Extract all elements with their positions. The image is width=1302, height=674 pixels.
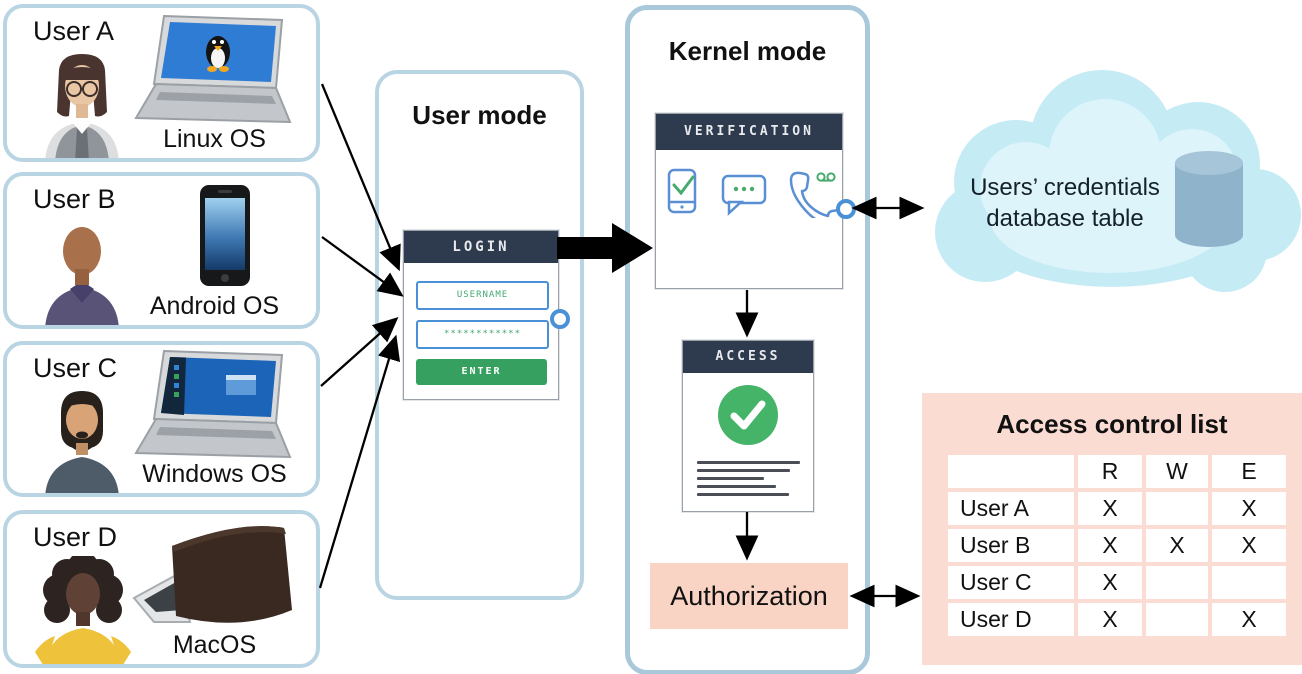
acl-cell	[1146, 603, 1208, 636]
acl-cell: X	[1078, 603, 1142, 636]
acl-header-w: W	[1146, 455, 1208, 488]
acl-table: R W E User A X X User B X X X User C X U…	[948, 455, 1286, 636]
user-a-avatar	[45, 54, 119, 158]
acl-cell	[1212, 566, 1286, 599]
sms-code-icon	[721, 174, 767, 216]
verification-header: VERIFICATION	[656, 114, 842, 150]
document-lines	[697, 461, 801, 501]
user-c-label: User C	[33, 353, 118, 383]
acl-cell: X	[1212, 492, 1286, 525]
acl-cell: X	[1146, 529, 1208, 562]
password-field: ************	[416, 320, 549, 349]
acl-header-r: R	[1078, 455, 1142, 488]
user-c-os-label: Windows OS	[142, 460, 287, 488]
device-check-icon	[667, 168, 697, 214]
acl-row-user: User B	[948, 529, 1074, 562]
user-b-card: User B Android OS	[3, 172, 320, 329]
acl-cell: X	[1212, 603, 1286, 636]
acl-cell	[1146, 566, 1208, 599]
linux-laptop-image	[134, 14, 292, 124]
user-d-card: User D MacOS	[3, 510, 320, 668]
check-circle-icon	[718, 385, 778, 445]
user-a-label: User A	[33, 16, 115, 46]
user-a-card: User A	[3, 4, 320, 162]
cloud-label: Users’ credentials database table	[955, 172, 1175, 234]
login-connector-dot	[550, 309, 570, 329]
user-b-label: User B	[33, 184, 116, 214]
acl-row-user: User D	[948, 603, 1074, 636]
verification-card: VERIFICATION	[655, 113, 843, 289]
authorization-box: Authorization	[650, 563, 848, 629]
windows-desktop-icon	[161, 357, 256, 415]
user-d-os-label: MacOS	[172, 631, 257, 659]
acl-panel: Access control list R W E User A X X Use…	[922, 393, 1302, 665]
acl-cell: X	[1212, 529, 1286, 562]
user-b-os-label: Android OS	[149, 292, 280, 320]
verification-icons	[656, 166, 842, 218]
user-d-label: User D	[33, 522, 118, 552]
acl-cell: X	[1078, 529, 1142, 562]
user-b-avatar	[45, 227, 119, 325]
enter-button: ENTER	[416, 359, 547, 385]
acl-row-user: User A	[948, 492, 1074, 525]
kernel-mode-title: Kernel mode	[668, 36, 827, 66]
tux-icon	[206, 36, 230, 72]
android-phone-image	[200, 185, 250, 286]
database-cylinder-icon	[1175, 151, 1243, 247]
user-c-avatar	[45, 391, 119, 493]
user-c-card: User C Windows OS	[3, 341, 320, 497]
acl-title: Access control list	[996, 409, 1228, 439]
acl-row-user: User C	[948, 566, 1074, 599]
mac-laptop-image	[132, 526, 292, 623]
username-field: USERNAME	[416, 281, 549, 310]
acl-header-blank	[948, 455, 1074, 488]
phone-voicemail-icon	[789, 171, 839, 218]
acl-cell: X	[1078, 492, 1142, 525]
access-header: ACCESS	[683, 341, 813, 373]
user-mode-title: User mode	[412, 100, 547, 130]
acl-cell	[1146, 492, 1208, 525]
acl-cell: X	[1078, 566, 1142, 599]
user-d-avatar	[35, 556, 131, 664]
acl-header-e: E	[1212, 455, 1286, 488]
access-card: ACCESS	[682, 340, 814, 512]
cloud-label-line1: Users’ credentials	[970, 174, 1160, 201]
cloud-label-line2: database table	[986, 205, 1144, 232]
user-a-os-label: Linux OS	[163, 125, 266, 153]
windows-laptop-image	[134, 349, 292, 459]
login-card: LOGIN USERNAME ************ ENTER	[403, 230, 559, 400]
login-header: LOGIN	[404, 231, 558, 263]
verification-connector-dot	[836, 199, 856, 219]
